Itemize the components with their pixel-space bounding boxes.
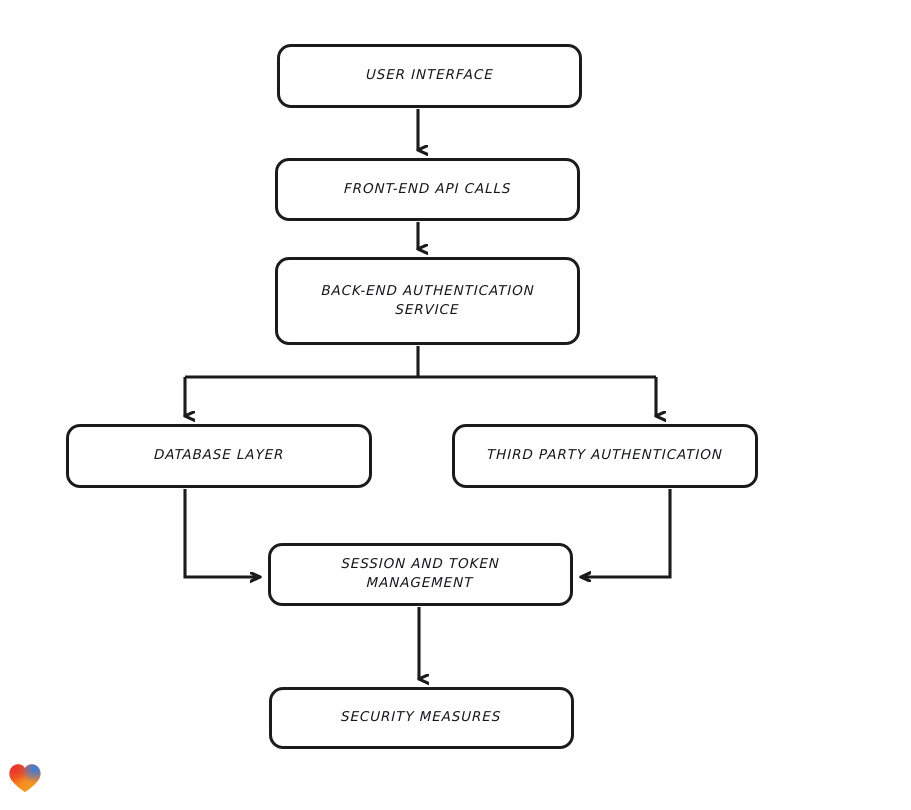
node-database-layer[interactable]: DATABASE LAYER <box>66 424 372 488</box>
node-user-interface-label: USER INTERFACE <box>365 67 494 84</box>
node-third-party-authentication-label: THIRD PARTY AUTHENTICATION <box>486 447 724 464</box>
edge-database-to-session <box>183 489 260 577</box>
node-frontend-api-calls-label: FRONT-END API CALLS <box>343 180 512 197</box>
node-backend-authentication-service[interactable]: BACK-END AUTHENTICATION SERVICE <box>275 257 580 345</box>
node-security-measures-label: SECURITY MEASURES <box>341 709 502 726</box>
edge-thirdparty-to-session <box>581 489 672 577</box>
heart-icon <box>9 764 41 793</box>
node-session-and-token-management[interactable]: SESSION AND TOKEN MANAGEMENT <box>268 543 573 606</box>
node-backend-authentication-service-label: BACK-END AUTHENTICATION SERVICE <box>320 282 535 318</box>
node-database-layer-label: DATABASE LAYER <box>153 447 285 464</box>
node-frontend-api-calls[interactable]: FRONT-END API CALLS <box>275 158 580 221</box>
node-third-party-authentication[interactable]: THIRD PARTY AUTHENTICATION <box>452 424 758 488</box>
node-user-interface[interactable]: USER INTERFACE <box>277 44 582 108</box>
node-session-and-token-management-label: SESSION AND TOKEN MANAGEMENT <box>341 556 501 592</box>
node-security-measures[interactable]: SECURITY MEASURES <box>269 687 574 749</box>
